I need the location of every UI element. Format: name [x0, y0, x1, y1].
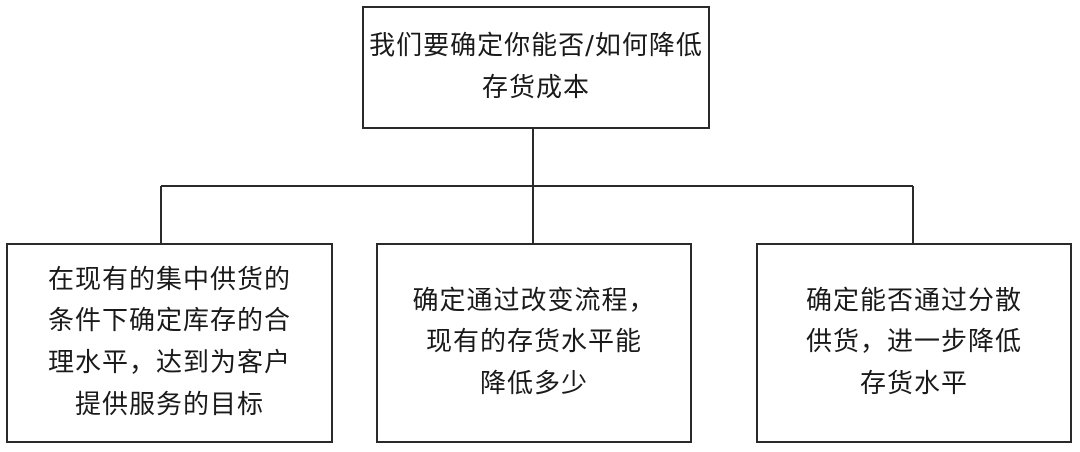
child-node-text: 确定能否通过分散 供货，进一步降低 存货水平 [805, 285, 1022, 399]
child-node-text: 在现有的集中供货的 条件下确定库存的合 理水平，达到为客户 提供服务的目标 [47, 264, 291, 420]
root-node: 我们要确定你能否/如何降低 存货成本 [362, 6, 710, 129]
child-node-process-change: 确定通过改变流程， 现有的存货水平能 降低多少 [376, 243, 692, 443]
child-node-text: 确定通过改变流程， 现有的存货水平能 降低多少 [412, 285, 656, 399]
child-node-decentralized-supply: 确定能否通过分散 供货，进一步降低 存货水平 [756, 243, 1072, 443]
child-node-centralized-supply: 在现有的集中供货的 条件下确定库存的合 理水平，达到为客户 提供服务的目标 [6, 243, 333, 443]
root-node-text: 我们要确定你能否/如何降低 存货成本 [369, 30, 703, 103]
